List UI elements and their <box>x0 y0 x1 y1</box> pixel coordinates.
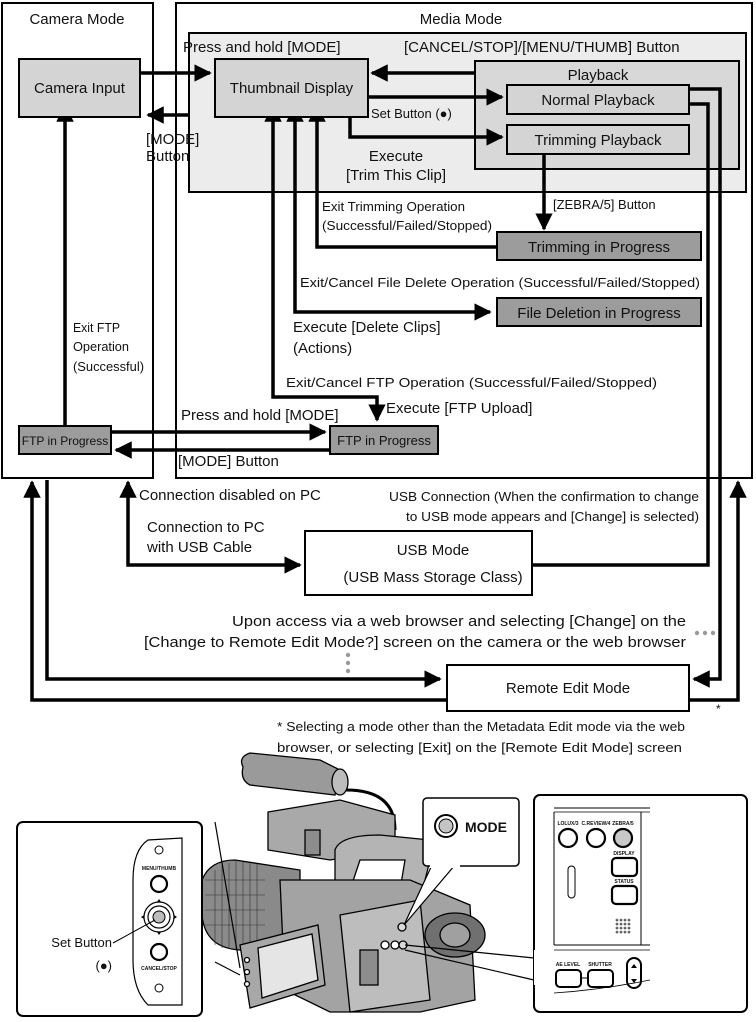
label-connection-usb-1: Connection to PC <box>147 519 265 536</box>
up-down-rocker[interactable] <box>626 957 642 989</box>
label-exit-cancel-ftp: Exit/Cancel FTP Operation (Successful/Fa… <box>286 375 657 390</box>
label-exit-trimming-1: Exit Trimming Operation <box>322 200 465 214</box>
usb-mode-label: USB Mode <box>397 542 470 559</box>
label-press-hold-mode-top: Press and hold [MODE] <box>183 39 341 56</box>
label-mode-button-ftp: [MODE] Button <box>178 453 279 470</box>
dots-indicator <box>345 630 716 674</box>
label-web-access-1: Upon access via a web browser and select… <box>232 613 686 630</box>
lolux-label: LOLUX/3 <box>557 821 578 827</box>
label-exit-ftp-3: (Successful) <box>73 360 144 374</box>
label-exit-delete: Exit/Cancel File Delete Operation (Succe… <box>300 275 700 290</box>
label-usb-connection-1: USB Connection (When the confirmation to… <box>389 490 699 504</box>
state-camera-input[interactable]: Camera Input <box>18 58 141 118</box>
state-ftp-camera[interactable]: FTP in Progress <box>18 425 112 455</box>
camera-mode-frame <box>1 2 154 479</box>
label-exit-ftp-1: Exit FTP <box>73 321 120 335</box>
state-trimming-playback[interactable]: Trimming Playback <box>506 124 690 155</box>
label-zebra-button: [ZEBRA/5] Button <box>553 197 656 212</box>
media-mode-title: Media Mode <box>420 11 503 28</box>
creview-label: C.REVIEW/4 <box>582 821 611 827</box>
state-remote-edit-mode[interactable]: Remote Edit Mode <box>446 664 690 712</box>
ae-level-button[interactable] <box>555 969 582 988</box>
zebra-button[interactable] <box>612 827 634 849</box>
label-connection-disabled: Connection disabled on PC <box>139 487 321 504</box>
media-mode-frame <box>175 2 753 479</box>
state-thumbnail-display[interactable]: Thumbnail Display <box>214 58 369 118</box>
set-button-symbol: (●) <box>95 958 112 973</box>
state-usb-mode[interactable]: USB Mode (USB Mass Storage Class) <box>304 530 533 596</box>
microphone <box>240 752 341 796</box>
zebra-label: ZEBRA/5 <box>612 821 634 827</box>
ftp-camera-label: FTP in Progress <box>22 434 108 448</box>
label-set-button: Set Button (●) <box>371 106 452 121</box>
thumbnail-display-label: Thumbnail Display <box>230 80 354 97</box>
playback-group-title: Playback <box>568 67 629 84</box>
normal-playback-label: Normal Playback <box>541 92 655 109</box>
speaker-grille <box>615 918 631 934</box>
label-execute-delete-1: Execute [Delete Clips] <box>293 319 441 336</box>
menu-thumb-label: MENU/THUMB <box>142 866 177 872</box>
camera-illustration <box>201 752 486 1013</box>
shutter-button[interactable] <box>587 969 614 988</box>
label-press-hold-mode-ftp: Press and hold [MODE] <box>181 407 339 424</box>
usb-mode-sublabel: (USB Mass Storage Class) <box>343 569 522 586</box>
right-callout-panel: LOLUX/3 C.REVIEW/4 ZEBRA/5 DISPLAY STATU… <box>404 794 748 1013</box>
state-trimming-in-progress[interactable]: Trimming in Progress <box>496 231 702 261</box>
camera-input-label: Camera Input <box>34 80 126 97</box>
status-label: STATUS <box>614 879 634 885</box>
label-mode-button-2: Button <box>146 148 189 165</box>
cancel-stop-label: CANCEL/STOP <box>141 966 177 972</box>
set-button[interactable] <box>152 910 166 924</box>
state-file-deletion-in-progress[interactable]: File Deletion in Progress <box>496 297 702 327</box>
display-label: DISPLAY <box>613 851 635 857</box>
status-button[interactable] <box>610 884 639 906</box>
label-cancel-stop: [CANCEL/STOP]/[MENU/THUMB] Button <box>404 39 680 56</box>
label-execute-ftp-upload: Execute [FTP Upload] <box>386 400 532 417</box>
trimming-playback-label: Trimming Playback <box>535 132 662 149</box>
shutter-label: SHUTTER <box>588 962 612 968</box>
set-button-label: Set Button <box>51 935 112 950</box>
footnote-line2: browser, or selecting [Exit] on the [Rem… <box>277 740 682 755</box>
ae-level-label: AE LEVEL <box>556 962 580 968</box>
ftp-media-label: FTP in Progress <box>337 433 431 448</box>
mode-label: MODE <box>465 819 507 835</box>
label-exit-ftp-2: Operation <box>73 340 129 354</box>
label-connection-usb-2: with USB Cable <box>146 539 252 556</box>
state-normal-playback[interactable]: Normal Playback <box>506 84 690 115</box>
creview-button[interactable] <box>585 827 607 849</box>
label-web-access-2: [Change to Remote Edit Mode?] screen on … <box>144 634 686 651</box>
remote-edit-label: Remote Edit Mode <box>506 680 630 697</box>
footnote-line1: * Selecting a mode other than the Metada… <box>277 719 685 734</box>
label-asterisk: * <box>716 702 721 716</box>
label-mode-button-1: [MODE] <box>146 131 199 148</box>
label-exit-trimming-2: (Successful/Failed/Stopped) <box>322 219 492 233</box>
transition-labels: Press and hold [MODE] [CANCEL/STOP]/[MEN… <box>73 39 721 755</box>
display-button[interactable] <box>610 856 639 878</box>
lolux-button[interactable] <box>557 827 579 849</box>
label-execute-trim-2: [Trim This Clip] <box>346 167 446 184</box>
left-callout-panel: MENU/THUMB CANCEL/STOP Set Button (●) <box>16 821 241 1017</box>
label-usb-connection-2: to USB mode appears and [Change] is sele… <box>406 510 699 524</box>
label-execute-delete-2: (Actions) <box>293 340 352 357</box>
camera-mode-title: Camera Mode <box>29 11 124 28</box>
menu-thumb-button[interactable] <box>149 874 169 894</box>
state-ftp-media[interactable]: FTP in Progress <box>329 425 439 455</box>
label-execute-trim-1: Execute <box>369 148 423 165</box>
file-deletion-label: File Deletion in Progress <box>517 305 680 322</box>
trimming-in-progress-label: Trimming in Progress <box>528 239 670 256</box>
cancel-stop-button[interactable] <box>149 942 169 962</box>
mode-callout: MODE <box>403 797 520 926</box>
